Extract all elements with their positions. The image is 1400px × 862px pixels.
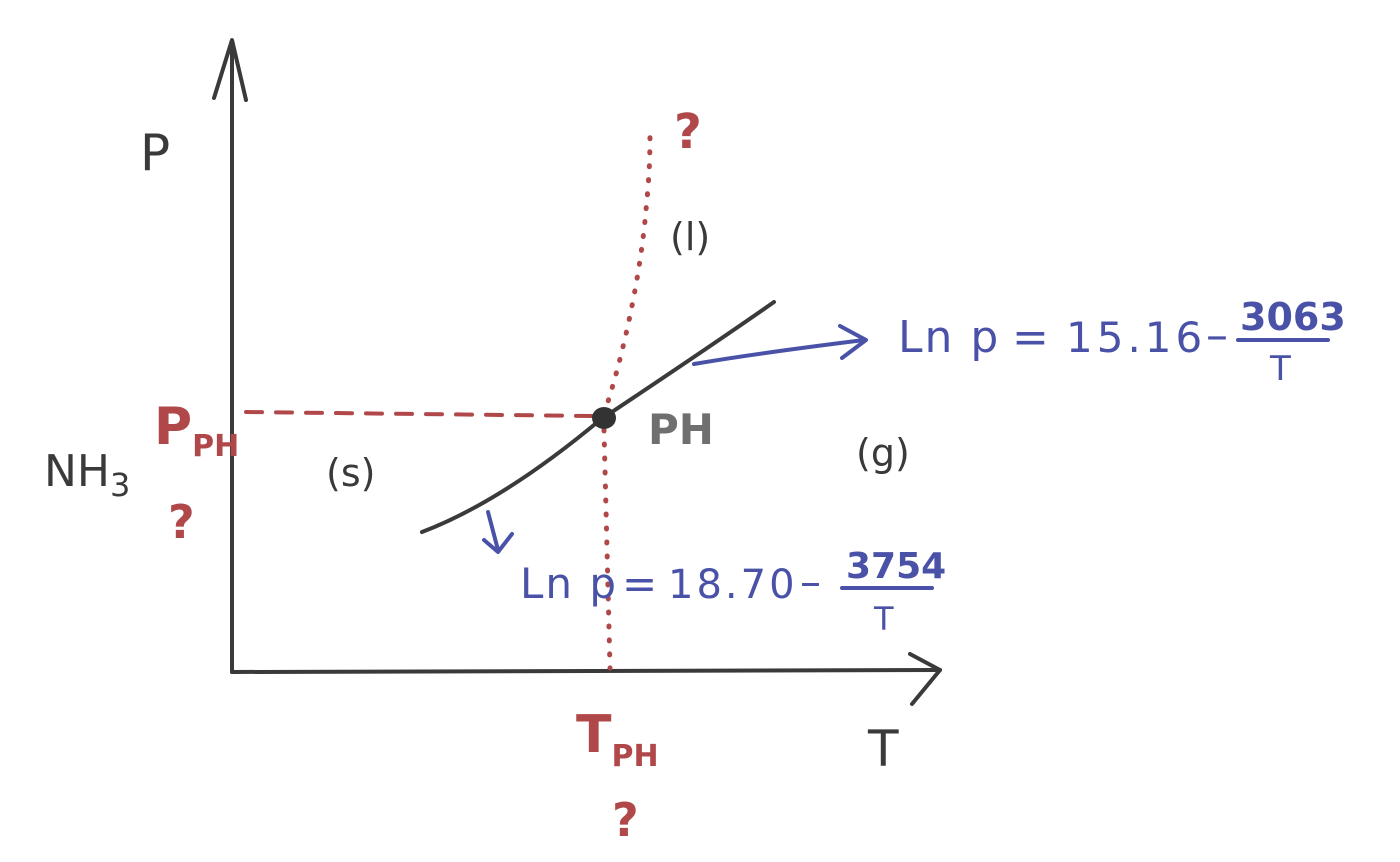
gas-liquid-arrowhead <box>838 324 868 360</box>
x-axis-line <box>230 668 942 674</box>
p-ph-subscript: PH <box>192 429 239 464</box>
p-ph-question-mark: ? <box>168 495 195 549</box>
gas-solid-arrow-line <box>486 510 500 552</box>
t-ph-main: T <box>576 705 612 765</box>
x-axis-label: T <box>867 720 899 778</box>
melting-curve-dotted <box>601 125 653 417</box>
substance-subscript: 3 <box>110 466 130 504</box>
y-axis-label: P <box>140 124 170 182</box>
gas-liquid-eq-sign: = <box>1012 312 1049 363</box>
gas-liquid-denominator: T <box>1269 349 1291 389</box>
p-guide-dashed-line <box>244 410 594 418</box>
gas-liquid-constant: 15.16 <box>1066 313 1206 362</box>
gas-solid-lhs: Ln p <box>520 559 618 608</box>
t-ph-label: TPH <box>576 705 659 774</box>
region-solid-label: (s) <box>326 451 375 495</box>
equation-arrows <box>482 324 868 554</box>
gas-liquid-minus: – <box>1206 310 1228 361</box>
substance-name: NH <box>44 446 110 497</box>
x-axis-arrowhead <box>908 652 942 706</box>
gas-solid-constant: 18.70 <box>668 562 798 608</box>
gas-solid-arrowhead <box>482 532 514 554</box>
gas-solid-equation: Ln p = 18.70 – 3754 T <box>520 546 946 638</box>
melting-curve-question-mark: ? <box>674 104 702 160</box>
t-ph-subscript: PH <box>611 739 658 774</box>
t-ph-question-mark: ? <box>612 793 639 847</box>
gas-liquid-arrow-line <box>692 338 866 366</box>
gas-liquid-lhs: Ln p <box>898 312 1000 363</box>
gas-liquid-numerator: 3063 <box>1240 295 1346 339</box>
gas-liquid-equation: Ln p = 15.16 – 3063 T <box>898 295 1346 389</box>
triple-point-guides <box>244 125 653 671</box>
t-guide-dotted-line <box>601 427 613 671</box>
substance-label: NH3 <box>44 446 130 504</box>
triple-point-label: PH <box>648 405 714 454</box>
gas-solid-minus: – <box>800 557 821 606</box>
axes <box>212 38 942 706</box>
y-axis-arrowhead <box>212 38 248 102</box>
gas-solid-eq-sign: = <box>622 559 657 608</box>
gas-solid-denominator: T <box>873 600 894 638</box>
region-liquid-label: (l) <box>670 215 710 259</box>
triple-point-marker <box>592 407 616 429</box>
gas-solid-numerator: 3754 <box>846 546 946 587</box>
region-gas-label: (g) <box>856 431 910 475</box>
p-ph-main: P <box>154 397 192 457</box>
p-ph-label: PPH <box>154 397 239 464</box>
